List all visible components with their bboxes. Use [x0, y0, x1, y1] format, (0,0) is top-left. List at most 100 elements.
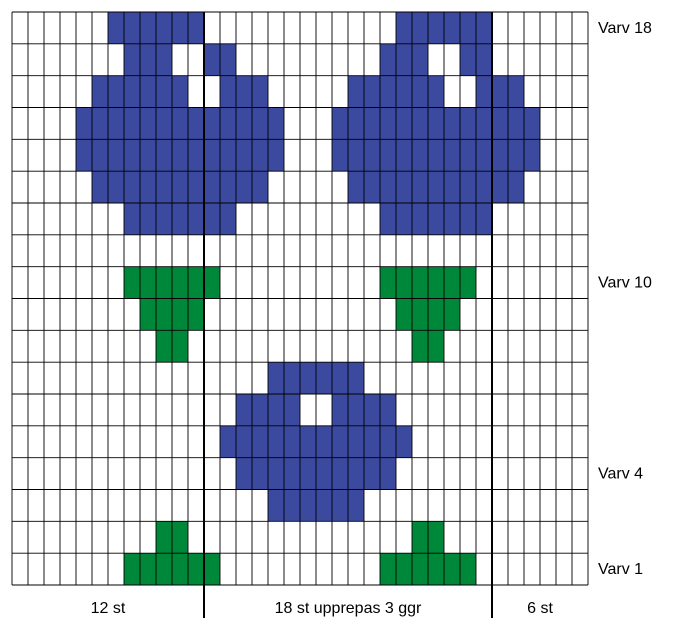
stitch-blue — [524, 108, 540, 140]
stitch-blue — [92, 76, 108, 108]
stitch-blue — [268, 139, 284, 171]
stitch-blue — [140, 76, 156, 108]
stitch-blue — [140, 44, 156, 76]
stitch-blue — [300, 426, 316, 458]
stitch-blue — [364, 171, 380, 203]
stitch-blue — [380, 171, 396, 203]
stitch-blue — [140, 12, 156, 44]
stitch-blue — [492, 171, 508, 203]
stitch-blue — [460, 203, 476, 235]
stitch-blue — [140, 108, 156, 140]
stitch-blue — [140, 139, 156, 171]
stitch-blue — [380, 108, 396, 140]
stitch-blue — [172, 12, 188, 44]
row-label: Varv 4 — [598, 466, 643, 483]
stitch-blue — [220, 203, 236, 235]
stitch-blue — [156, 44, 172, 76]
stitch-blue — [396, 171, 412, 203]
stitch-blue — [444, 203, 460, 235]
stitch-blue — [252, 458, 268, 490]
stitch-blue — [124, 203, 140, 235]
stitch-blue — [396, 139, 412, 171]
stitch-blue — [348, 426, 364, 458]
stitch-blue — [172, 108, 188, 140]
stitch-green — [156, 267, 172, 299]
stitch-blue — [108, 12, 124, 44]
stitch-blue — [364, 139, 380, 171]
stitch-blue — [172, 171, 188, 203]
stitch-green — [172, 553, 188, 585]
stitch-blue — [396, 76, 412, 108]
stitch-blue — [524, 139, 540, 171]
stitch-blue — [348, 362, 364, 394]
stitch-green — [444, 267, 460, 299]
stitch-blue — [380, 139, 396, 171]
stitch-blue — [220, 76, 236, 108]
stitch-blue — [236, 171, 252, 203]
stitch-blue — [508, 108, 524, 140]
stitch-green — [412, 521, 428, 553]
stitch-blue — [300, 458, 316, 490]
stitch-green — [396, 553, 412, 585]
stitch-blue — [444, 12, 460, 44]
stitch-blue — [284, 362, 300, 394]
stitch-blue — [348, 171, 364, 203]
stitch-green — [428, 553, 444, 585]
stitch-green — [124, 267, 140, 299]
stitch-blue — [156, 76, 172, 108]
stitch-blue — [460, 108, 476, 140]
stitch-blue — [396, 203, 412, 235]
stitch-blue — [188, 108, 204, 140]
stitch-blue — [172, 203, 188, 235]
stitch-blue — [380, 76, 396, 108]
stitch-green — [172, 267, 188, 299]
stitch-blue — [428, 171, 444, 203]
stitch-blue — [220, 426, 236, 458]
stitch-blue — [236, 76, 252, 108]
stitch-blue — [428, 203, 444, 235]
stitch-green — [412, 553, 428, 585]
stitch-blue — [460, 12, 476, 44]
stitch-blue — [428, 12, 444, 44]
stitch-blue — [236, 139, 252, 171]
stitch-blue — [412, 12, 428, 44]
stitch-blue — [380, 203, 396, 235]
stitch-blue — [124, 44, 140, 76]
stitch-blue — [380, 44, 396, 76]
stitch-blue — [156, 171, 172, 203]
stitch-blue — [236, 394, 252, 426]
stitch-blue — [348, 458, 364, 490]
stitch-blue — [76, 139, 92, 171]
stitch-blue — [156, 203, 172, 235]
stitch-blue — [140, 203, 156, 235]
stitch-blue — [268, 458, 284, 490]
stitch-blue — [332, 362, 348, 394]
stitch-green — [428, 267, 444, 299]
stitch-blue — [108, 171, 124, 203]
stitch-blue — [348, 490, 364, 522]
stitch-blue — [188, 139, 204, 171]
stitch-green — [188, 553, 204, 585]
stitch-blue — [476, 108, 492, 140]
stitch-blue — [412, 171, 428, 203]
stitch-green — [156, 330, 172, 362]
stitch-blue — [444, 139, 460, 171]
stitch-blue — [268, 490, 284, 522]
stitch-blue — [156, 108, 172, 140]
stitch-blue — [332, 108, 348, 140]
stitch-blue — [284, 426, 300, 458]
stitch-green — [124, 553, 140, 585]
stitch-blue — [364, 458, 380, 490]
stitch-blue — [476, 12, 492, 44]
stitch-blue — [428, 108, 444, 140]
stitch-green — [188, 299, 204, 331]
stitch-blue — [188, 12, 204, 44]
stitch-blue — [412, 108, 428, 140]
stitch-blue — [476, 171, 492, 203]
stitch-green — [444, 299, 460, 331]
stitch-blue — [444, 171, 460, 203]
stitch-blue — [172, 76, 188, 108]
stitch-green — [396, 267, 412, 299]
